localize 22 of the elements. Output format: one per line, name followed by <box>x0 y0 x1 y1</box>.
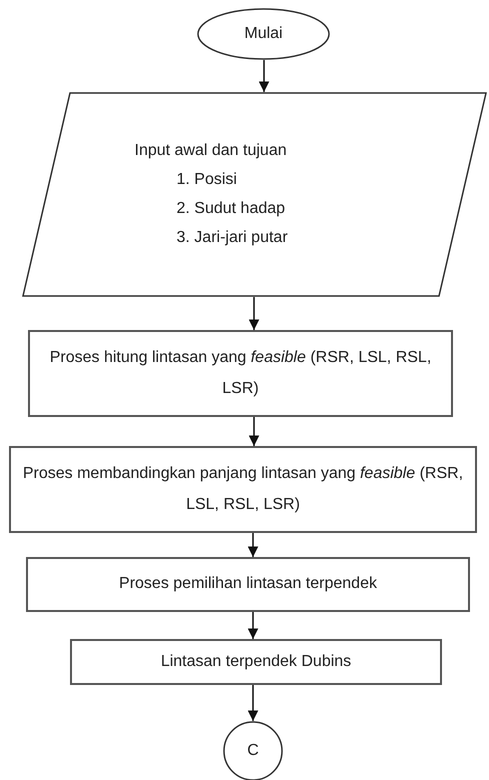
process-text: Proses hitung lintasan yang feasible (RSR, LSL, RSL, LSR) <box>48 348 432 398</box>
arrow <box>248 685 258 721</box>
process-box <box>9 446 477 533</box>
start-terminator <box>197 8 330 60</box>
process-box <box>26 557 470 612</box>
process-text: Lintasan terpendek Dubins <box>160 652 352 672</box>
process-box <box>70 639 442 685</box>
arrow <box>248 417 260 446</box>
list-item: 3. Jari-jari putar <box>176 228 289 248</box>
connector-label: C <box>247 740 259 761</box>
arrow <box>248 533 258 557</box>
list-item: 1. Posisi <box>176 170 238 190</box>
process-text: Proses pemilihan lintasan terpendek <box>119 574 377 594</box>
arrow <box>248 612 258 639</box>
terminator-label: Mulai <box>244 24 283 44</box>
process-text: Proses membandingkan panjang lintasan yang feasible (RSR, LSL, RSL, LSR) <box>22 464 464 514</box>
list-item: 2. Sudut hadap <box>176 199 286 219</box>
arrow <box>258 60 270 92</box>
process-box <box>28 330 453 417</box>
input-heading: Input awal dan tujuan <box>134 141 288 161</box>
input-parallelogram <box>22 92 487 297</box>
arrow <box>248 297 260 330</box>
